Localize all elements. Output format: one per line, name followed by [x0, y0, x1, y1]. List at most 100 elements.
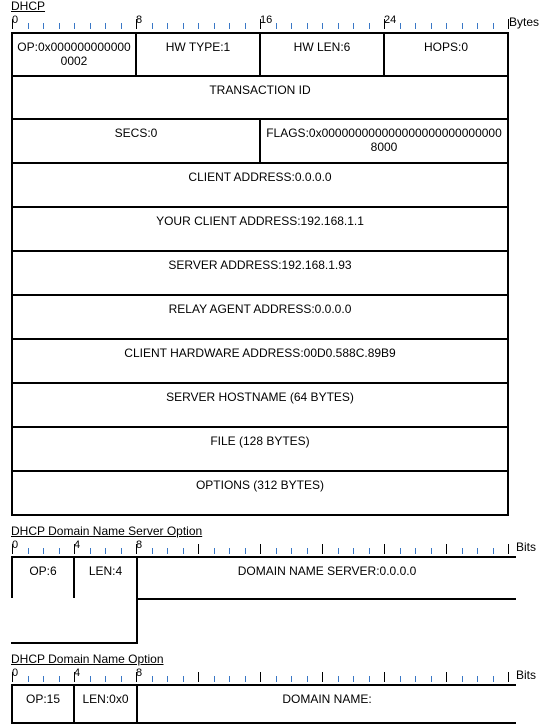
ruler-tick	[244, 548, 246, 554]
ruler-tick	[260, 19, 261, 29]
ruler-tick	[27, 23, 29, 29]
ruler-tick	[229, 676, 230, 682]
ruler-tick	[461, 23, 463, 29]
ruler-tick	[167, 676, 168, 682]
your-client-address-field: YOUR CLIENT ADDRESS:192.168.1.1	[11, 206, 509, 252]
ruler-tick	[198, 23, 199, 29]
ruler-tick	[399, 548, 401, 554]
ruler-tick	[306, 548, 308, 554]
ruler-tick	[58, 23, 60, 29]
relay-agent-address-field: RELAY AGENT ADDRESS:0.0.0.0	[11, 294, 509, 340]
client-address-field: CLIENT ADDRESS:0.0.0.0	[11, 162, 509, 208]
dn-len-field: LEN:0x0	[73, 684, 138, 724]
ruler-unit: Bits	[516, 668, 537, 682]
ruler-unit: Bits	[516, 540, 537, 554]
ruler-tick	[136, 544, 137, 554]
ruler-tick	[213, 548, 215, 554]
ruler-unit: Bytes	[509, 15, 540, 29]
ruler-tick	[353, 548, 354, 554]
ruler-tick	[275, 676, 277, 682]
domain-name-field: DOMAIN NAME:	[136, 684, 516, 724]
ruler-tick	[446, 672, 447, 682]
ruler-tick	[337, 23, 339, 29]
ruler-tick	[415, 676, 416, 682]
ruler-tick	[415, 548, 416, 554]
ruler-tick	[492, 548, 494, 554]
ruler-tick	[58, 676, 60, 682]
dns-option-bit-ruler: 0 4 8 Bits	[12, 540, 548, 554]
ruler-tick	[43, 676, 44, 682]
ruler-tick	[74, 23, 75, 29]
ruler-tick	[492, 23, 494, 29]
dns-continuation-field	[11, 598, 138, 644]
ruler-tick	[27, 676, 29, 682]
ruler-tick	[384, 544, 385, 554]
ruler-tick	[337, 676, 339, 682]
ruler-tick	[477, 548, 478, 554]
ruler-tick	[167, 23, 168, 29]
ruler-tick	[446, 23, 447, 29]
ruler-tick	[74, 672, 75, 682]
ruler-tick	[213, 676, 215, 682]
ruler-tick	[120, 676, 122, 682]
ruler-tick	[353, 23, 354, 29]
dhcp-section-title: DHCP	[11, 0, 46, 13]
ruler-tick	[151, 23, 153, 29]
ruler-tick	[182, 548, 184, 554]
server-address-field: SERVER ADDRESS:192.168.1.93	[11, 250, 509, 296]
options-field: OPTIONS (312 BYTES)	[11, 470, 509, 516]
ruler-tick	[58, 548, 60, 554]
ruler-label-0: 0	[12, 14, 19, 26]
ruler-tick	[306, 676, 308, 682]
ruler-tick	[275, 23, 277, 29]
ruler-tick	[89, 676, 91, 682]
ruler-tick	[368, 676, 370, 682]
ruler-tick	[213, 23, 215, 29]
server-hostname-field: SERVER HOSTNAME (64 BYTES)	[11, 382, 509, 428]
ruler-tick	[120, 548, 122, 554]
hops-field: HOPS:0	[383, 32, 509, 77]
dhcp-byte-ruler: 0 8 16 24 Bytes	[12, 15, 548, 29]
ruler-tick	[446, 544, 447, 554]
ruler-tick	[105, 548, 106, 554]
ruler-tick	[508, 672, 509, 682]
dn-op-field: OP:15	[11, 684, 75, 724]
ruler-tick	[291, 676, 292, 682]
ruler-tick	[291, 548, 292, 554]
ruler-tick	[229, 548, 230, 554]
ruler-tick	[461, 548, 463, 554]
ruler-tick	[306, 23, 308, 29]
ruler-tick	[353, 676, 354, 682]
ruler-label-8: 8	[136, 14, 143, 26]
ruler-tick	[508, 19, 509, 29]
ruler-tick	[244, 676, 246, 682]
ruler-tick	[151, 548, 153, 554]
ruler-tick	[105, 676, 106, 682]
secs-field: SECS:0	[11, 118, 261, 164]
dns-option-section-title: DHCP Domain Name Server Option	[11, 524, 203, 538]
ruler-tick	[430, 676, 432, 682]
ruler-tick	[260, 544, 261, 554]
ruler-tick	[477, 23, 478, 29]
ruler-tick	[430, 23, 432, 29]
ruler-tick	[415, 23, 416, 29]
dn-option-bit-ruler: 0 4 8 Bits	[12, 668, 548, 682]
ruler-tick	[12, 544, 13, 554]
domain-name-server-field: DOMAIN NAME SERVER:0.0.0.0	[136, 556, 516, 600]
ruler-tick	[120, 23, 122, 29]
ruler-tick	[399, 23, 401, 29]
ruler-tick	[508, 544, 509, 554]
ruler-label-24: 24	[384, 14, 397, 26]
ruler-tick	[89, 548, 91, 554]
ruler-tick	[260, 672, 261, 682]
ruler-tick	[461, 676, 463, 682]
ruler-tick	[244, 23, 246, 29]
ruler-tick	[43, 548, 44, 554]
ruler-tick	[12, 672, 13, 682]
ruler-label-0: 0	[12, 667, 19, 679]
ruler-tick	[399, 676, 401, 682]
ruler-tick	[322, 672, 323, 682]
ruler-tick	[74, 544, 75, 554]
ruler-tick	[27, 548, 29, 554]
ruler-tick	[275, 548, 277, 554]
